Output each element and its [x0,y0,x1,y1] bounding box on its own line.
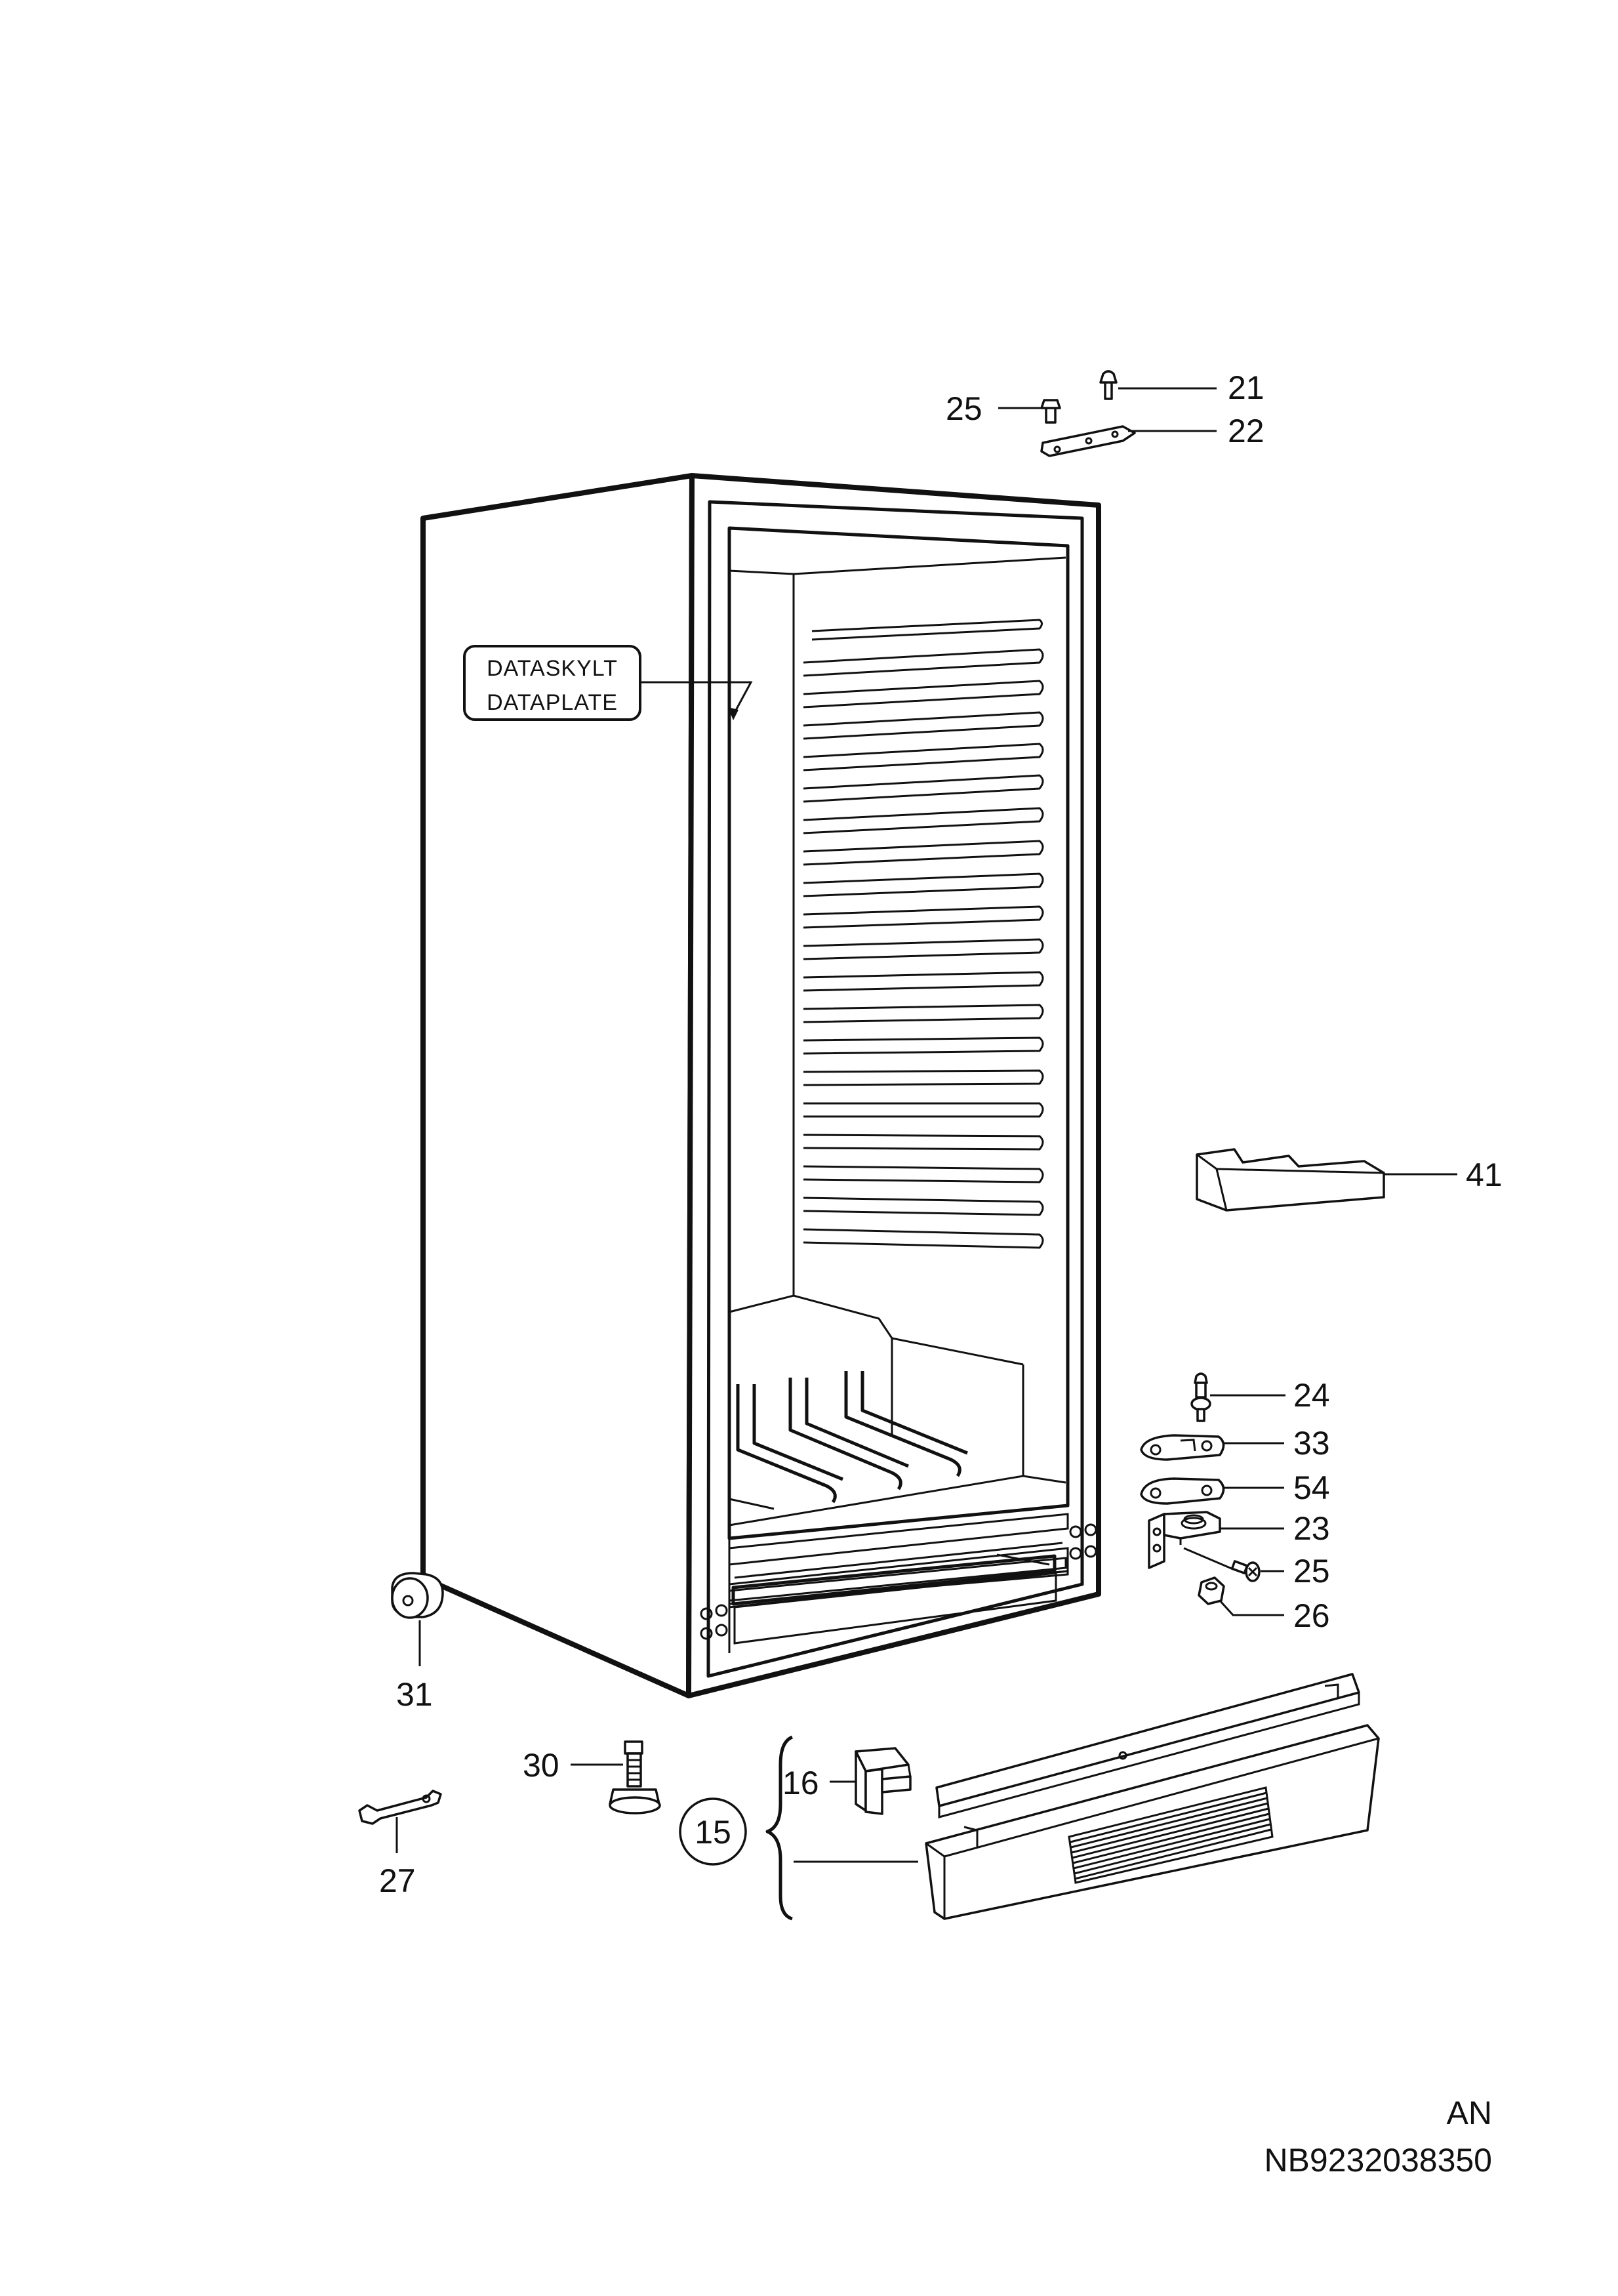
clip-16 [855,1747,912,1815]
kick-plate-strip [935,1673,1360,1818]
footer-language-code: AN [1447,2095,1492,2131]
callout-54: 54 [1293,1469,1330,1506]
leveling-foot-30: 30 [523,1740,661,1814]
callout-22: 22 [1228,413,1264,449]
callout-25-top: 25 [946,390,982,427]
hinge-pin-21 [1099,370,1118,400]
hinge-pin-24 [1190,1372,1211,1422]
data-plate-label: DATASKYLT DATAPLATE [463,645,641,721]
bottom-hinge-parts: 24 33 54 23 [1140,1372,1330,1634]
callout-30: 30 [523,1747,559,1784]
data-plate-line2: DATAPLATE [487,690,618,715]
cabinet-body [420,473,1101,1698]
callout-33: 33 [1293,1425,1330,1462]
liner-floor-edge [729,1294,893,1437]
callout-21: 21 [1228,369,1264,406]
callout-16: 16 [782,1765,819,1801]
hinge-bracket-23 [1148,1511,1221,1569]
callout-26: 26 [1293,1597,1330,1634]
callout-23: 23 [1293,1510,1330,1547]
kick-plate-assembly-15: 15 16 [679,1673,1380,1921]
cabinet-liner-opening [727,526,1070,1540]
assembly-brace [765,1735,794,1921]
hinge-plate-54 [1140,1477,1225,1505]
kick-plate-grille [925,1724,1380,1920]
callout-24: 24 [1293,1377,1330,1414]
footer-document-code: NB9232038350 [1264,2142,1492,2179]
liner-step [891,1337,1024,1366]
callout-41: 41 [1466,1157,1503,1193]
hinge-plate-22 [1040,425,1136,457]
callout-27: 27 [379,1862,416,1899]
data-plate-line1: DATASKYLT [487,656,618,681]
data-plate-leader [639,681,753,716]
screw-25-hinge [1183,1547,1261,1582]
callout-15: 15 [695,1814,731,1851]
foot-pad-31: 31 [391,1572,444,1713]
shelf-rails [803,619,1044,1249]
hinge-plate-33 [1140,1434,1225,1461]
nut-26 [1198,1576,1225,1605]
wrench-27: 27 [358,1790,442,1899]
data-plate-arrowhead [728,707,738,720]
cabinet-front-frame [686,473,1101,1698]
callout-25-hinge: 25 [1293,1553,1330,1589]
screw-25-top [1040,399,1061,424]
assembly-callout-circle [679,1797,747,1866]
cabinet-frame-inner-edge [706,500,1084,1678]
part-41-cover: 41 [1196,1148,1503,1212]
evaporator-coil [729,1371,1066,1527]
top-hinge-parts: 21 25 22 [946,369,1264,457]
cabinet-bottom-compartment [700,1513,1097,1653]
callout-31: 31 [396,1676,433,1713]
